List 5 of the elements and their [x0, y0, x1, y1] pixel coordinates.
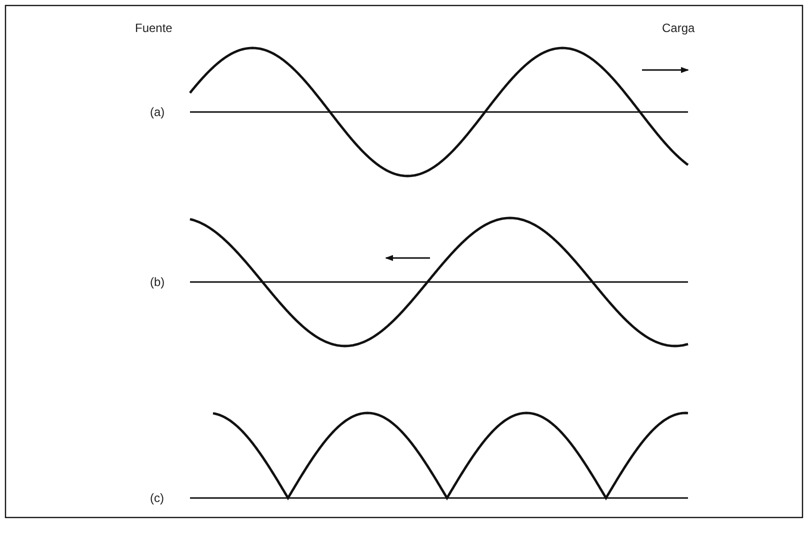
- end-label: Fuente: [135, 21, 172, 35]
- end-label: Carga: [662, 21, 695, 35]
- wave-label: (b): [150, 275, 165, 289]
- wave-label: (a): [150, 105, 165, 119]
- wave-label: (c): [150, 491, 164, 505]
